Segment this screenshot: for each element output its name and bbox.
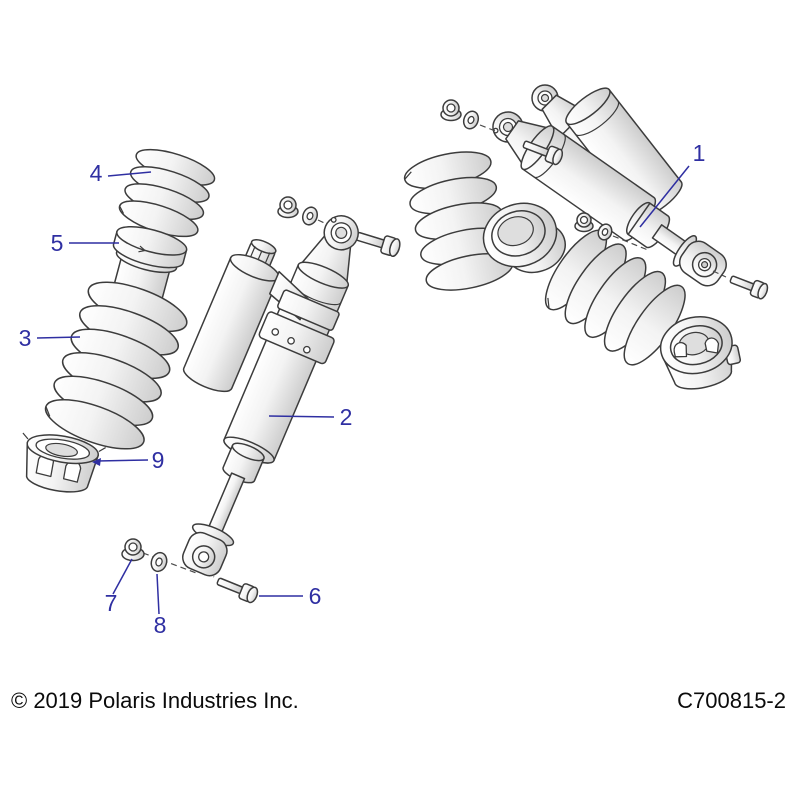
main-spring [44,281,188,450]
assembly-axis-dash [479,124,499,133]
spring-retainer-cup [22,432,106,493]
callout-1: 1 [639,140,706,228]
callout-4-label: 4 [90,160,103,186]
callout-9: 9 [92,447,164,473]
callout-7: 7 [105,558,133,616]
mid-nut [574,212,594,233]
callout-4: 4 [90,160,152,186]
upper-washer-center [301,206,319,226]
assembly-axis-dash [712,270,727,278]
callout-9-leader [96,459,149,462]
lower-bolt [216,577,259,604]
callout-3-leader [36,336,81,339]
callout-3-label: 3 [19,325,32,351]
callout-2-leader [268,415,335,418]
shock-assembly-complete [403,84,769,390]
upper-bolt-center [355,231,401,258]
lower-mount-bolt [729,275,769,300]
callout-8-label: 8 [154,612,167,638]
upper-mount-bolt [522,140,564,166]
assembly-axis-dash [612,235,649,251]
mid-washer [597,223,613,241]
callout-9-arrowhead [92,458,101,466]
callout-6-label: 6 [309,583,322,609]
callout-2-label: 2 [340,404,353,430]
copyright-text: © 2019 Polaris Industries Inc. [11,688,299,713]
callout-8-leader [156,573,160,615]
lower-nut [121,538,145,562]
callout-5: 5 [51,230,119,256]
shock-reservoir-assembly [182,215,359,577]
callout-6: 6 [259,583,321,609]
upper-mount-washer [462,110,480,130]
callout-5-label: 5 [51,230,64,256]
upper-nut-center [277,196,299,219]
callout-9-label: 9 [152,447,165,473]
drawing-number: C700815-2 [677,688,786,713]
callout-7-label: 7 [105,590,118,616]
spring-retainer-assembled [659,316,742,390]
tender-spring [118,148,216,238]
callout-8: 8 [154,573,167,638]
callout-3: 3 [19,325,81,351]
main-spring-assembled [544,229,686,366]
pivot-bushing [482,202,566,274]
upper-mount-nut [440,99,462,122]
lower-washer [150,551,168,573]
callout-1-leader [639,165,690,228]
callout-4-leader [107,171,152,177]
callout-2: 2 [268,404,353,430]
callout-1-label: 1 [693,140,706,166]
callout-7-leader [112,558,133,595]
